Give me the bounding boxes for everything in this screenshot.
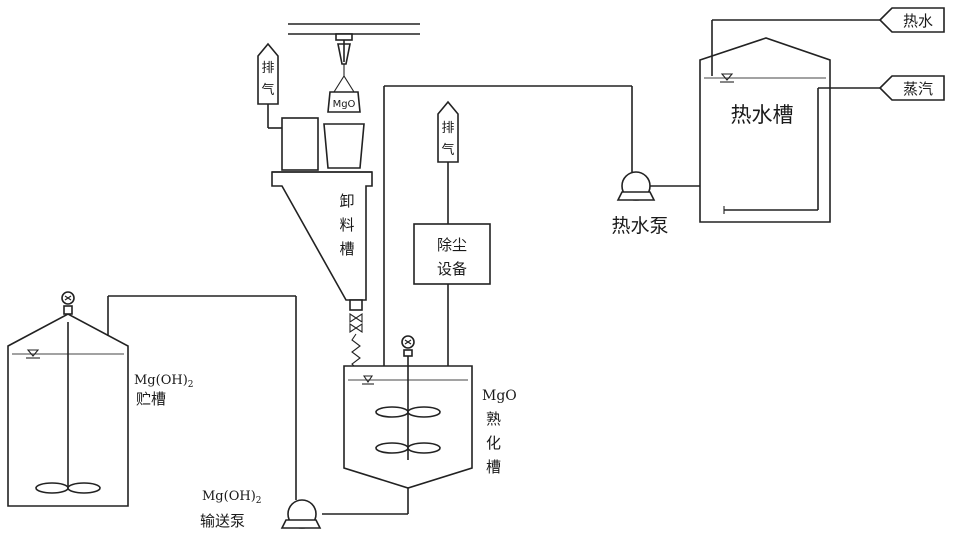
hot-water-pump-label: 热水泵 (611, 215, 668, 237)
hot-water-tank: 热水槽 (699, 19, 880, 223)
mgoh2-storage-tank: Mg(OH)2 贮槽 (7, 291, 194, 507)
hopper-label-1: 卸 (339, 192, 354, 210)
hot-water-tank-label: 热水槽 (731, 103, 794, 127)
hot-water-inlet-label: 热水 (903, 12, 933, 30)
hot-water-line (383, 85, 633, 366)
transfer-pump-label-1: Mg(OH)2 (202, 489, 262, 506)
dust-removal-equipment: 除尘 设备 (413, 223, 491, 368)
hot-water-pump: 热水泵 (611, 171, 700, 237)
exhaust-vent-1: 排 气 (257, 42, 284, 129)
mgoh2-tank-label-1: Mg(OH)2 (134, 373, 194, 390)
dust-removal-label-1: 除尘 (437, 236, 467, 254)
mgo-tank-label-1: MgO (482, 388, 517, 404)
exhaust-vent-1-label-a: 排 (261, 61, 274, 76)
hopper-label-3: 槽 (339, 240, 354, 258)
dust-removal-label-2: 设备 (437, 260, 467, 278)
mgo-tank-label-3: 化 (486, 434, 501, 452)
steam-inlet-label: 蒸汽 (903, 80, 933, 98)
exhaust-vent-2: 排 气 (437, 100, 459, 224)
mgoh2-tank-label-2: 贮槽 (136, 390, 166, 408)
exhaust-vent-2-label-a: 排 (441, 121, 454, 136)
mgoh2-transfer-pump: Mg(OH)2 输送泵 (200, 489, 322, 530)
mgo-tank-label-4: 槽 (486, 458, 501, 476)
exhaust-vent-1-label-b: 气 (261, 82, 274, 98)
mgoh2-feed-line (107, 295, 297, 500)
hot-water-inlet-tag: 热水 (878, 7, 945, 33)
steam-inlet-tag: 蒸汽 (878, 75, 945, 101)
overhead-crane-rail (288, 23, 420, 65)
unloading-hopper: 卸 料 槽 (271, 117, 373, 369)
mgo-bag-label: MgO (333, 99, 356, 110)
transfer-pump-label-2: 输送泵 (200, 512, 245, 530)
mgo-slaking-tank: MgO 熟 化 槽 (322, 335, 517, 515)
mgo-tank-label-2: 熟 (486, 410, 501, 428)
hopper-label-2: 料 (339, 216, 354, 234)
exhaust-vent-2-label-b: 气 (441, 142, 454, 158)
mgo-bag: MgO (327, 64, 361, 113)
